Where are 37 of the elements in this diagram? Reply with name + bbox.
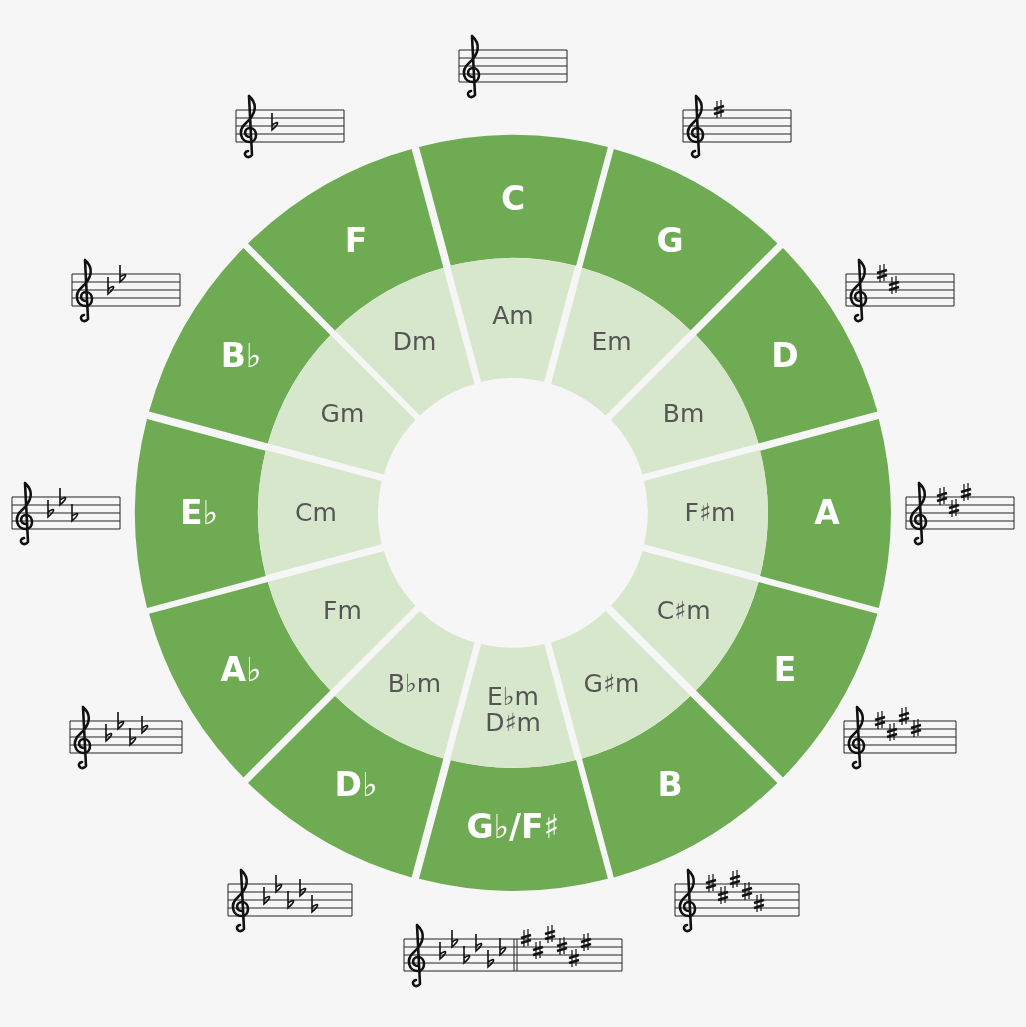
key-label: B♭m	[387, 670, 442, 697]
key-label: Gm	[320, 401, 365, 428]
key-label: G♯m	[583, 670, 640, 697]
major-key-segment	[248, 695, 444, 878]
key-label: D♭	[334, 767, 378, 803]
key-label: A	[814, 495, 840, 531]
key-label: B♭	[220, 338, 262, 374]
key-label: D	[771, 338, 799, 374]
key-label: Cm	[295, 499, 337, 527]
key-label: Fm	[323, 598, 362, 625]
key-label: F	[344, 223, 368, 259]
major-key-segment	[135, 418, 266, 608]
key-label: E♭m	[487, 683, 539, 710]
major-key-segment	[760, 418, 891, 608]
key-label: F♯m	[684, 499, 736, 527]
key-label: G	[656, 223, 684, 259]
key-label: D♯m	[485, 710, 541, 737]
key-label: G♭/F♯	[466, 809, 560, 845]
key-label: C	[500, 181, 526, 217]
major-key-segment	[248, 148, 444, 331]
minor-key-segment	[450, 644, 576, 768]
major-key-segment	[582, 148, 778, 331]
key-label: Bm	[662, 401, 705, 428]
major-key-segment	[418, 760, 608, 891]
key-label: Am	[492, 302, 534, 330]
major-key-segment	[418, 135, 608, 266]
key-label: Dm	[392, 329, 437, 356]
minor-key-segment	[258, 450, 382, 576]
key-label: Em	[591, 329, 632, 356]
major-key-segment	[582, 695, 778, 878]
key-label: C♯m	[656, 598, 711, 625]
key-label: E	[773, 652, 797, 688]
key-label: A♭	[220, 652, 262, 688]
key-label: E♭	[179, 495, 219, 531]
minor-key-segment	[644, 450, 768, 576]
key-label: B	[657, 767, 683, 803]
minor-key-segment	[450, 258, 576, 382]
